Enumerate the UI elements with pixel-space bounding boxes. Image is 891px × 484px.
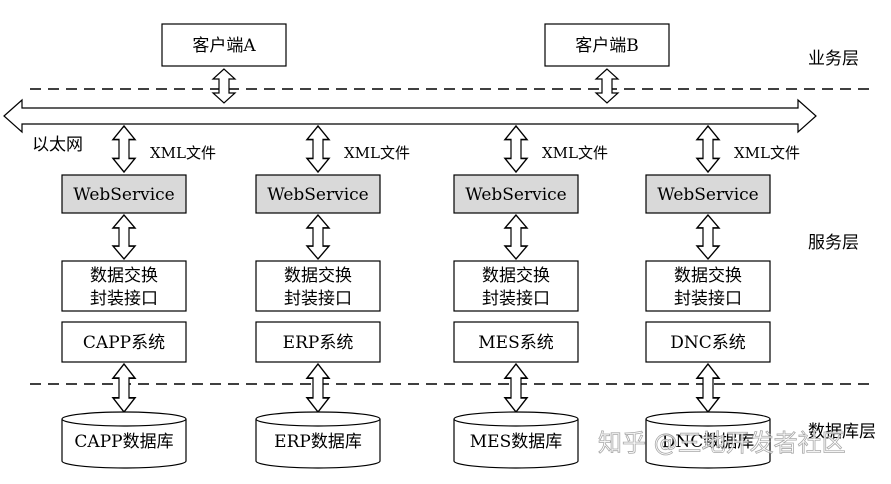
bus-to-service-arrow <box>696 125 720 173</box>
database-cylinder: DNC数据库 <box>645 411 771 469</box>
service-to-interface-arrow <box>112 214 136 260</box>
bus-to-service-arrow <box>504 125 528 173</box>
system-to-database-arrow <box>696 363 720 413</box>
webservice-label: WebService <box>267 185 369 205</box>
client-a-bus-arrow <box>212 68 236 104</box>
client-a: 客户端A <box>161 23 287 67</box>
webservice-label: WebService <box>73 185 175 205</box>
database-label: ERP数据库 <box>274 432 362 452</box>
interface-label-line2: 封装接口 <box>90 289 158 309</box>
xml-file-label: XML文件 <box>542 144 608 162</box>
database-cylinder: ERP数据库 <box>255 411 381 469</box>
system-box: CAPP系统 <box>61 321 187 363</box>
system-label: CAPP系统 <box>83 333 165 353</box>
webservice-label: WebService <box>657 185 759 205</box>
interface-label-line2: 封装接口 <box>284 289 352 309</box>
database-label: MES数据库 <box>470 432 562 452</box>
service-columns: XML文件WebService数据交换封装接口CAPP系统CAPP数据库XML文… <box>61 125 800 469</box>
layer-label-business: 业务层 <box>808 49 859 69</box>
client-b-bus-arrow <box>595 68 619 104</box>
layer-label-database: 数据库层 <box>808 422 876 442</box>
client-b-label: 客户端B <box>575 36 639 56</box>
interface-label-line1: 数据交换 <box>482 266 550 286</box>
ethernet-label: 以太网 <box>32 135 83 155</box>
service-to-interface-arrow <box>306 214 330 260</box>
webservice-box: WebService <box>255 174 381 214</box>
service-to-interface-arrow <box>696 214 720 260</box>
interface-label-line1: 数据交换 <box>90 266 158 286</box>
system-to-database-arrow <box>504 363 528 413</box>
interface-label-line1: 数据交换 <box>284 266 352 286</box>
system-box: DNC系统 <box>645 321 771 363</box>
system-to-database-arrow <box>306 363 330 413</box>
client-a-label: 客户端A <box>192 36 256 56</box>
ethernet-bus-arrow <box>3 98 817 134</box>
webservice-box: WebService <box>453 174 579 214</box>
database-cylinder: CAPP数据库 <box>61 411 187 469</box>
webservice-label: WebService <box>465 185 567 205</box>
xml-file-label: XML文件 <box>344 144 410 162</box>
bus-to-service-arrow <box>112 125 136 173</box>
bus-to-service-arrow <box>306 125 330 173</box>
interface-label-line2: 封装接口 <box>482 289 550 309</box>
system-to-database-arrow <box>112 363 136 413</box>
database-label: DNC数据库 <box>662 432 755 452</box>
watermark-text: 知乎 @三地开发者社区 <box>598 429 846 457</box>
service-to-interface-arrow <box>504 214 528 260</box>
system-box: ERP系统 <box>255 321 381 363</box>
client-b: 客户端B <box>544 23 670 67</box>
xml-file-label: XML文件 <box>150 144 216 162</box>
xml-file-label: XML文件 <box>734 144 800 162</box>
system-label: DNC系统 <box>670 333 746 353</box>
interface-label-line2: 封装接口 <box>674 289 742 309</box>
webservice-box: WebService <box>645 174 771 214</box>
database-label: CAPP数据库 <box>74 432 173 452</box>
system-label: ERP系统 <box>283 333 354 353</box>
system-label: MES系统 <box>478 333 553 353</box>
interface-label-line1: 数据交换 <box>674 266 742 286</box>
system-box: MES系统 <box>453 321 579 363</box>
layer-label-service: 服务层 <box>808 233 859 253</box>
webservice-box: WebService <box>61 174 187 214</box>
database-cylinder: MES数据库 <box>453 411 579 469</box>
